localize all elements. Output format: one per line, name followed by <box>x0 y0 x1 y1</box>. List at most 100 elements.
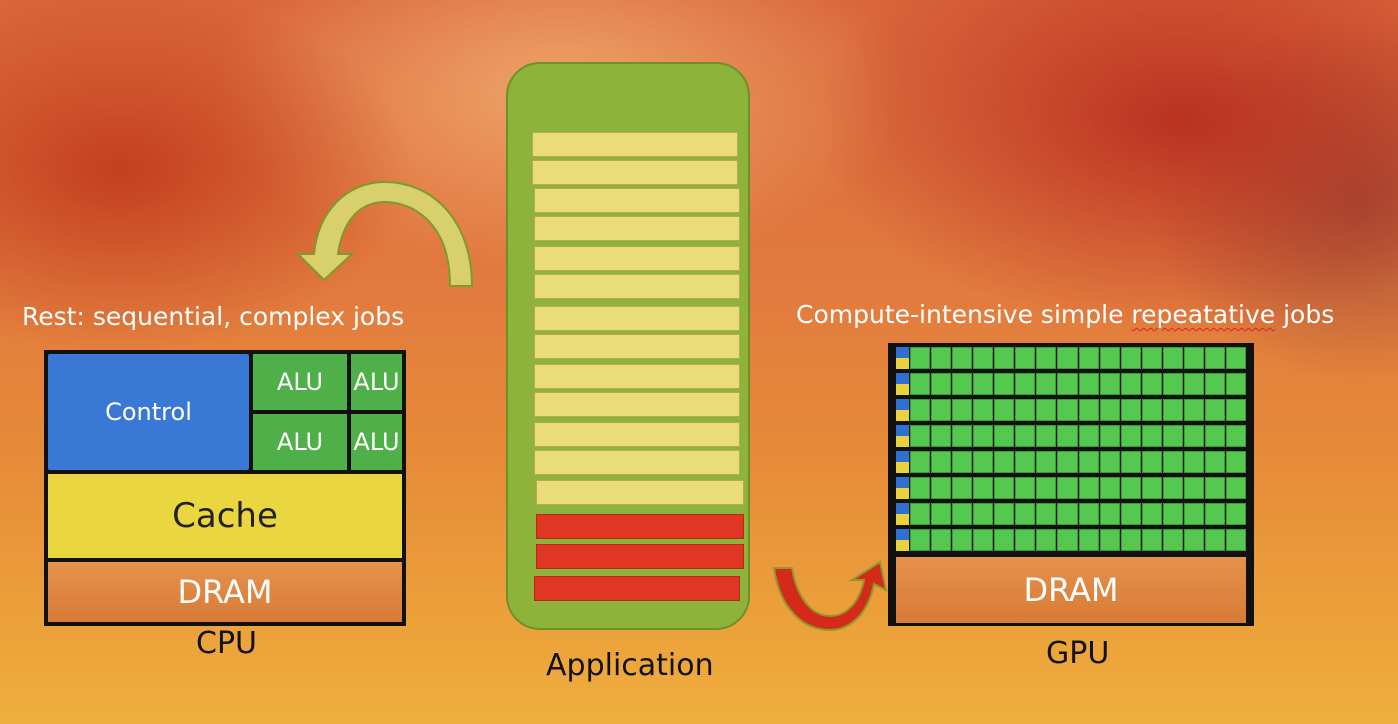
gpu-core-row <box>896 425 1246 447</box>
alu-block: ALU <box>253 414 347 470</box>
gpu-alu-cell <box>1036 347 1057 369</box>
gpu-alu-cell <box>931 399 952 421</box>
gpu-alu-cell <box>952 347 973 369</box>
gpu-alu-cell <box>1183 451 1204 473</box>
gpu-core-row <box>896 529 1246 551</box>
gpu-alu-cell <box>931 503 952 525</box>
task-bar <box>534 306 740 331</box>
alu-block: ALU <box>351 354 402 410</box>
dram-block: DRAM <box>48 562 402 622</box>
gpu-alu-cell <box>1141 347 1162 369</box>
gpu-alu-cell <box>1099 425 1120 447</box>
gpu-alu-cell <box>1204 451 1225 473</box>
gpu-alu-cell <box>952 477 973 499</box>
gpu-alu-cell <box>1162 451 1183 473</box>
gpu-alu-cell <box>1078 347 1099 369</box>
gpu-alu-cell <box>1141 529 1162 551</box>
gpu-alu-cell <box>952 451 973 473</box>
gpu-alu-cell <box>1036 399 1057 421</box>
gpu-dram-block: DRAM <box>896 557 1246 623</box>
gpu-alu-cell <box>994 451 1015 473</box>
gpu-alu-cell <box>1015 425 1036 447</box>
gpu-alu-cell <box>1225 425 1246 447</box>
gpu-alu-cell <box>1183 399 1204 421</box>
gpu-alu-cell <box>1099 529 1120 551</box>
gpu-alu-cell <box>1057 425 1078 447</box>
gpu-alu-cell <box>931 373 952 395</box>
gpu-alu-cell <box>1162 477 1183 499</box>
gpu-alu-cell <box>1183 373 1204 395</box>
gpu-alu-cell <box>1120 529 1141 551</box>
task-bar <box>534 274 740 299</box>
gpu-alu-cell <box>1183 347 1204 369</box>
gpu-alu-cell <box>1036 503 1057 525</box>
gpu-alu-cell <box>1183 425 1204 447</box>
gpu-control-cache-cell <box>896 347 909 369</box>
gpu-alu-cell <box>1120 503 1141 525</box>
gpu-heading: Compute-intensive simple repeatative job… <box>796 300 1334 329</box>
gpu-alu-cell <box>1141 399 1162 421</box>
gpu-alu-cell <box>1225 477 1246 499</box>
gpu-control-cache-cell <box>896 399 909 421</box>
gpu-alu-cell <box>910 451 931 473</box>
gpu-alu-cell <box>973 425 994 447</box>
gpu-alu-cell <box>931 425 952 447</box>
gpu-diagram: DRAM <box>888 343 1254 626</box>
gpu-alu-cell <box>1078 399 1099 421</box>
application-block <box>506 62 750 630</box>
gpu-core-row <box>896 399 1246 421</box>
gpu-alu-cell <box>1204 529 1225 551</box>
task-bar <box>534 364 740 389</box>
gpu-alu-cell <box>1015 399 1036 421</box>
gpu-alu-cell <box>1204 399 1225 421</box>
gpu-alu-cell <box>1204 347 1225 369</box>
alu-block: ALU <box>253 354 347 410</box>
gpu-alu-cell <box>1183 503 1204 525</box>
gpu-alu-cell <box>910 503 931 525</box>
gpu-alu-cell <box>1057 347 1078 369</box>
gpu-alu-cell <box>994 373 1015 395</box>
gpu-alu-cell <box>1057 451 1078 473</box>
task-bar <box>534 334 740 359</box>
gpu-alu-cell <box>1015 503 1036 525</box>
gpu-alu-cell <box>1183 477 1204 499</box>
gpu-alu-cell <box>910 399 931 421</box>
gpu-alu-cell <box>973 347 994 369</box>
gpu-control-cache-cell <box>896 451 909 473</box>
gpu-alu-cell <box>1036 425 1057 447</box>
cache-block: Cache <box>48 474 402 558</box>
gpu-alu-cell <box>1099 373 1120 395</box>
gpu-alu-cell <box>1036 477 1057 499</box>
gpu-alu-cell <box>973 373 994 395</box>
gpu-alu-cell <box>952 373 973 395</box>
gpu-alu-cell <box>1141 503 1162 525</box>
gpu-alu-cell <box>1036 529 1057 551</box>
gpu-alu-cell <box>1120 347 1141 369</box>
gpu-alu-cell <box>1162 503 1183 525</box>
task-bar <box>532 132 738 157</box>
curved-arrow-icon <box>295 180 474 287</box>
gpu-alu-cell <box>1162 425 1183 447</box>
gpu-alu-cell <box>1015 347 1036 369</box>
gpu-control-cache-cell <box>896 373 909 395</box>
gpu-alu-cell <box>1078 425 1099 447</box>
gpu-alu-cell <box>1225 399 1246 421</box>
gpu-control-cache-cell <box>896 529 909 551</box>
gpu-control-cache-cell <box>896 477 909 499</box>
gpu-alu-cell <box>973 529 994 551</box>
task-bar-red <box>536 544 744 569</box>
gpu-alu-cell <box>910 347 931 369</box>
gpu-alu-cell <box>994 399 1015 421</box>
gpu-core-row <box>896 451 1246 473</box>
gpu-alu-cell <box>994 347 1015 369</box>
gpu-core-row <box>896 503 1246 525</box>
gpu-heading-end: jobs <box>1275 300 1335 329</box>
gpu-alu-cell <box>973 503 994 525</box>
gpu-alu-cell <box>1057 529 1078 551</box>
task-bar <box>534 246 740 271</box>
gpu-core-row <box>896 477 1246 499</box>
gpu-alu-cell <box>1015 529 1036 551</box>
gpu-alu-cell <box>1078 373 1099 395</box>
gpu-alu-cell <box>1099 399 1120 421</box>
gpu-alu-cell <box>994 529 1015 551</box>
